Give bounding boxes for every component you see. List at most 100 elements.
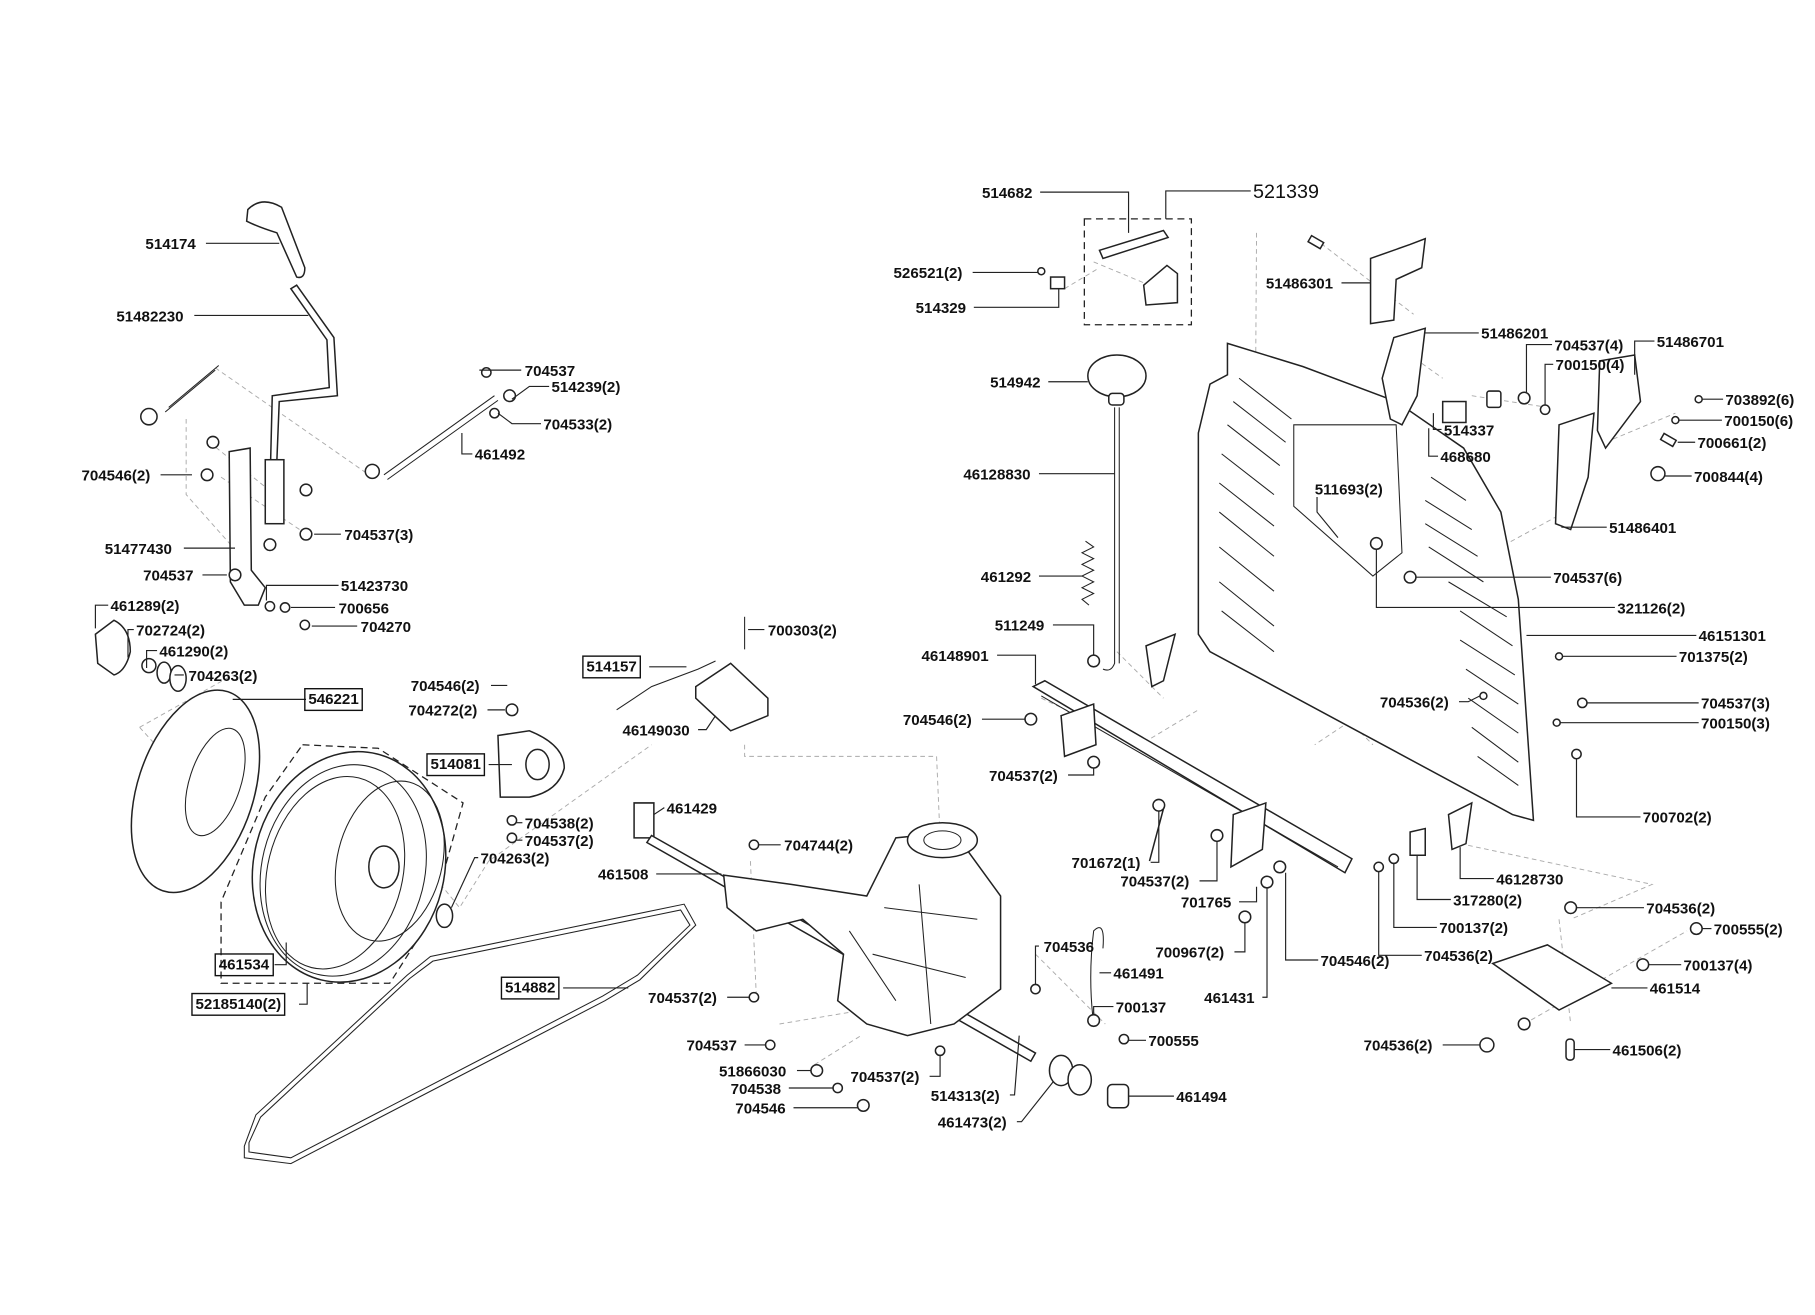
control-cable bbox=[164, 365, 220, 413]
part-number-label: 704536(2) bbox=[1364, 1038, 1433, 1055]
part-number-label: 321126(2) bbox=[1617, 600, 1685, 617]
leader-line bbox=[1150, 811, 1160, 863]
callout-700137: 700137 bbox=[1093, 999, 1166, 1016]
switch bbox=[1049, 276, 1066, 290]
part-number-label: 521339 bbox=[1253, 181, 1319, 203]
part-number-label: 461289(2) bbox=[111, 598, 180, 615]
callout-703892-6: 703892(6) bbox=[1702, 392, 1794, 409]
callout-700555: 700555 bbox=[1128, 1033, 1199, 1050]
callout-704272-2: 704272(2) bbox=[408, 703, 505, 720]
bearing bbox=[525, 748, 550, 781]
callout-700555-2: 700555(2) bbox=[1702, 921, 1783, 938]
part-number-label: 468680 bbox=[1440, 449, 1490, 466]
vent-slots bbox=[1218, 377, 1519, 786]
callout-461494: 461494 bbox=[1128, 1089, 1227, 1106]
leader-line bbox=[1009, 1035, 1020, 1096]
callout-461492: 461492 bbox=[461, 432, 525, 464]
leader-line bbox=[450, 857, 479, 908]
part-number-label: 46151301 bbox=[1699, 628, 1766, 645]
callout-468680: 468680 bbox=[1428, 428, 1491, 466]
drive-belt bbox=[243, 903, 697, 1165]
part-number-label: 514157 bbox=[586, 658, 636, 675]
leader-line bbox=[1393, 863, 1437, 929]
part-number-label: 704272(2) bbox=[408, 703, 477, 720]
leader-line bbox=[461, 432, 473, 455]
part-number-label: 700555 bbox=[1148, 1033, 1198, 1050]
part-number-label: 704546(2) bbox=[1321, 953, 1390, 970]
part-number-label: 700150(3) bbox=[1701, 715, 1770, 732]
ball-joint bbox=[140, 407, 158, 426]
hardware-nuts bbox=[200, 367, 517, 631]
axle-bracket bbox=[633, 802, 655, 839]
callout-704537-2: 704537(2) bbox=[989, 768, 1095, 785]
callout-52185140-2: 52185140(2) bbox=[191, 983, 308, 1016]
part-number-label: 317280(2) bbox=[1453, 892, 1522, 909]
callout-704538: 704538 bbox=[731, 1081, 834, 1098]
leader-line bbox=[1458, 695, 1481, 703]
side-brackets bbox=[1307, 234, 1703, 531]
callout-461292: 461292 bbox=[981, 569, 1083, 586]
callout-700137-4: 700137(4) bbox=[1648, 957, 1752, 974]
part-number-label: 461492 bbox=[475, 447, 525, 464]
leader-line bbox=[1634, 340, 1655, 375]
part-number-label: 704546(2) bbox=[903, 712, 972, 729]
leader-line bbox=[1016, 1081, 1054, 1123]
part-number-label: 700150(4) bbox=[1556, 357, 1625, 374]
part-number-label: 701765 bbox=[1181, 895, 1231, 912]
callout-704744-2: 704744(2) bbox=[758, 838, 853, 855]
skid-plate bbox=[1479, 901, 1703, 1061]
leader-line bbox=[1525, 343, 1553, 393]
part-number-label: 511693(2) bbox=[1315, 482, 1383, 499]
part-number-label: 700137(2) bbox=[1439, 920, 1508, 937]
leader-line bbox=[1034, 945, 1039, 985]
callout-704537: 704537 bbox=[479, 363, 575, 380]
callout-461429: 461429 bbox=[653, 800, 717, 817]
callout-514682: 514682 bbox=[982, 185, 1130, 233]
part-number-label: 461534 bbox=[219, 956, 270, 973]
callout-511249: 511249 bbox=[995, 618, 1095, 656]
part-number-label: 461514 bbox=[1650, 981, 1701, 998]
callout-704546: 704546 bbox=[735, 1101, 858, 1118]
part-number-label: 461431 bbox=[1204, 990, 1254, 1007]
part-number-label: 700137 bbox=[1116, 999, 1166, 1016]
callout-546221: 546221 bbox=[232, 688, 363, 712]
leader-line bbox=[1378, 871, 1422, 956]
callout-514157: 514157 bbox=[582, 655, 687, 679]
part-number-label: 704536(2) bbox=[1646, 900, 1715, 917]
part-number-label: 51486301 bbox=[1266, 276, 1333, 293]
part-number-label: 514081 bbox=[430, 756, 480, 773]
callout-46128730: 46128730 bbox=[1459, 847, 1563, 888]
callout-521339: 521339 bbox=[1165, 181, 1319, 219]
callout-704537-6: 704537(6) bbox=[1415, 570, 1622, 587]
leader-line bbox=[1239, 886, 1258, 903]
shift-rod bbox=[383, 395, 499, 480]
callout-700967-2: 700967(2) bbox=[1155, 922, 1246, 962]
callout-514882: 514882 bbox=[500, 976, 629, 1000]
leader-line bbox=[274, 942, 287, 966]
leader-line bbox=[1459, 847, 1494, 880]
leader-line bbox=[1165, 190, 1251, 219]
part-number-label: 704546(2) bbox=[411, 678, 480, 695]
tire bbox=[251, 750, 447, 983]
part-number-label: 704270 bbox=[361, 619, 411, 636]
part-number-label: 704537(2) bbox=[648, 990, 717, 1007]
leader-line bbox=[1052, 624, 1095, 656]
callout-704537-3: 704537(3) bbox=[314, 527, 413, 544]
part-number-label: 461292 bbox=[981, 569, 1031, 586]
washer bbox=[1067, 1063, 1093, 1096]
part-number-label: 700844(4) bbox=[1694, 469, 1763, 486]
leader-line bbox=[1544, 363, 1554, 406]
leader-line bbox=[929, 1055, 941, 1077]
callout-702724-2: 702724(2) bbox=[127, 622, 205, 658]
callout-51423730: 51423730 bbox=[265, 578, 408, 601]
part-number-label: 511249 bbox=[995, 618, 1045, 635]
leader-line bbox=[1040, 191, 1130, 233]
knob bbox=[1087, 354, 1147, 398]
leader-line bbox=[973, 288, 1060, 308]
callout-704546-2: 704546(2) bbox=[1285, 872, 1390, 970]
part-number-label: 700702(2) bbox=[1643, 810, 1712, 827]
part-number-label: 704263(2) bbox=[481, 850, 550, 867]
wheel-assembly-outline bbox=[220, 744, 464, 984]
leader-line bbox=[1416, 855, 1451, 901]
kit-521339 bbox=[1037, 218, 1193, 326]
